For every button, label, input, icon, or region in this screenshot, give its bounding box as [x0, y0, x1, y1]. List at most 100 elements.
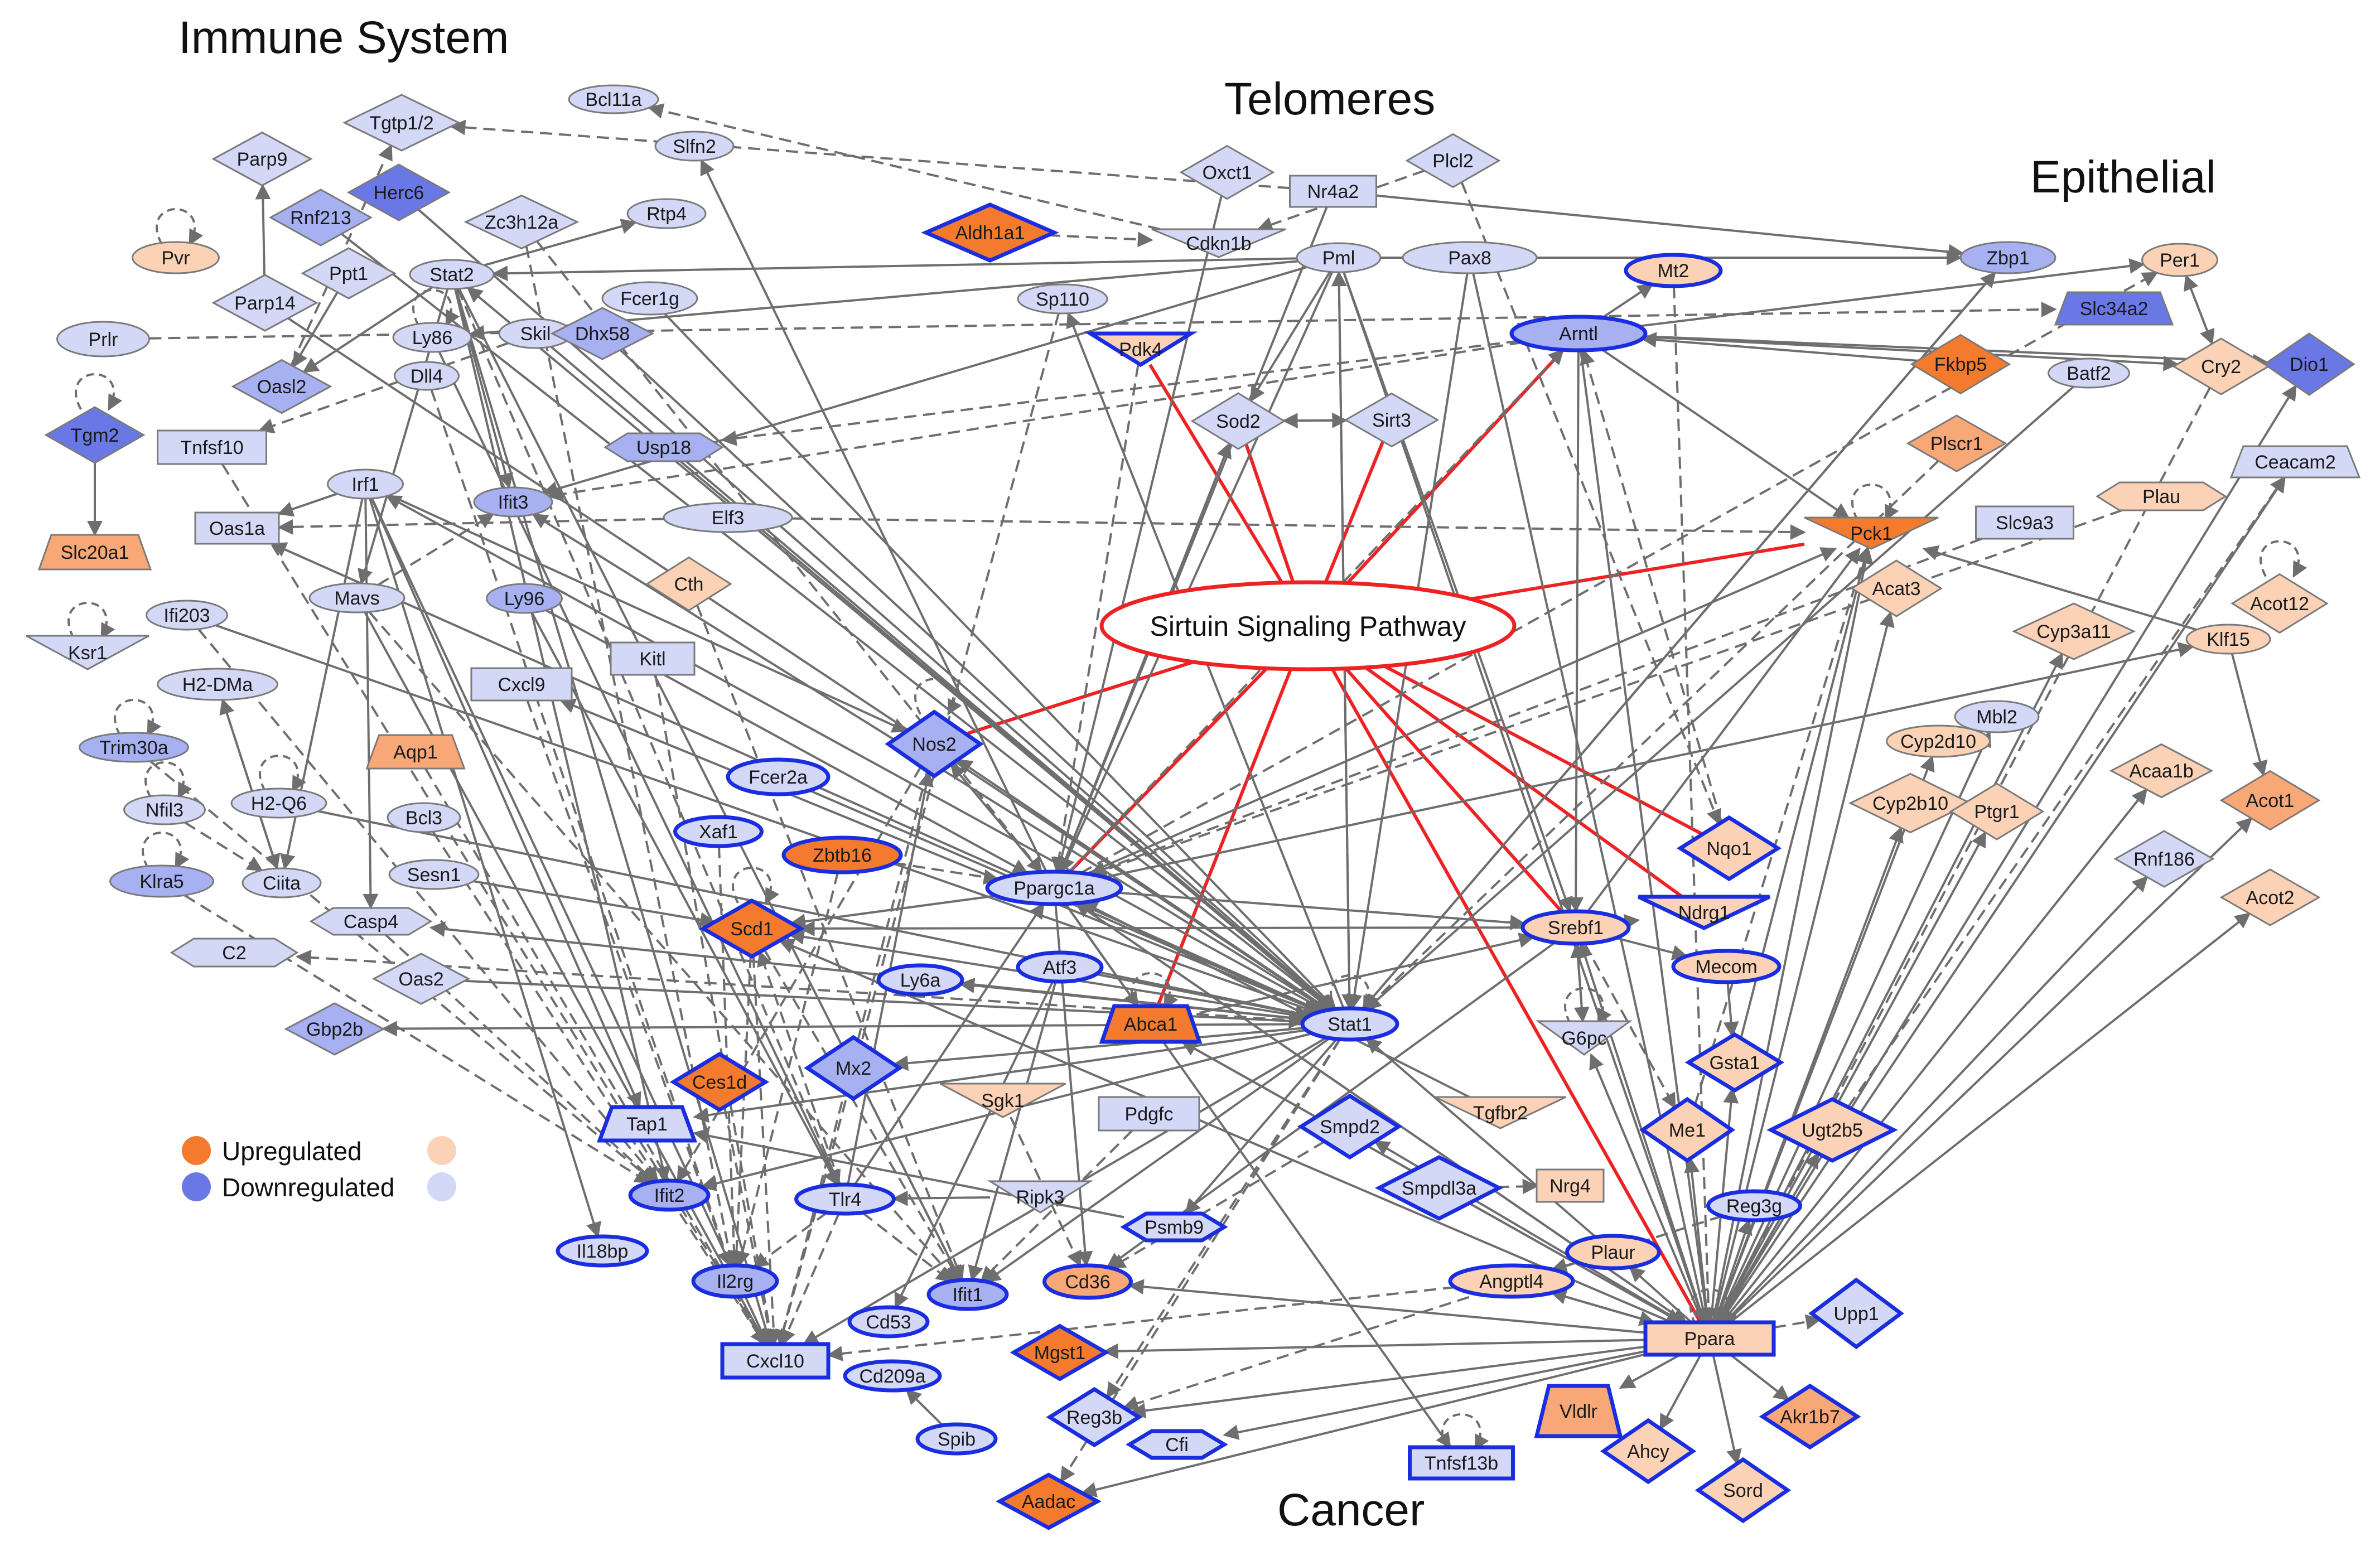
gene-node-nrg4[interactable]: Nrg4	[1536, 1168, 1605, 1203]
gene-node-stat2[interactable]: Stat2	[409, 259, 495, 290]
gene-node-rnf186[interactable]: Rnf186	[2113, 830, 2215, 888]
gene-node-plaur[interactable]: Plaur	[1565, 1234, 1661, 1270]
gene-node-oxct1[interactable]: Oxct1	[1179, 144, 1275, 200]
gene-node-parp9[interactable]: Parp9	[211, 131, 313, 187]
gene-node-ces1d[interactable]: Ces1d	[669, 1051, 770, 1113]
gene-node-h2q6[interactable]: H2-Q6	[230, 787, 327, 819]
gene-node-prlr[interactable]: Prlr	[56, 321, 150, 357]
gene-node-slc9a3[interactable]: Slc9a3	[1975, 505, 2074, 540]
gene-node-ifit2[interactable]: Ifit2	[628, 1178, 711, 1212]
gene-node-cxcl10[interactable]: Cxcl10	[720, 1342, 831, 1380]
gene-node-smpdl3a[interactable]: Smpdl3a	[1374, 1155, 1504, 1221]
gene-node-fcer1g[interactable]: Fcer1g	[601, 281, 698, 316]
gene-node-il2rg[interactable]: Il2rg	[691, 1263, 779, 1299]
gene-node-nr4a2[interactable]: Nr4a2	[1289, 175, 1377, 208]
gene-node-ksr1[interactable]: Ksr1	[26, 635, 149, 670]
gene-node-cd36[interactable]: Cd36	[1042, 1263, 1133, 1300]
gene-node-il18bp[interactable]: Il18bp	[556, 1234, 649, 1268]
gene-node-tgfbr2[interactable]: Tgfbr2	[1434, 1096, 1567, 1129]
gene-node-c2[interactable]: C2	[170, 938, 299, 968]
gene-node-tnfsf13b[interactable]: Tnfsf13b	[1408, 1445, 1515, 1481]
gene-node-casp4[interactable]: Casp4	[309, 907, 433, 936]
gene-node-ciita[interactable]: Ciita	[242, 867, 322, 898]
gene-node-slfn2[interactable]: Slfn2	[654, 131, 735, 162]
gene-node-ndrg1[interactable]: Ndrg1	[1637, 895, 1771, 930]
gene-node-ifi203[interactable]: Ifi203	[146, 600, 228, 631]
gene-node-cdkn1b[interactable]: Cdkn1b	[1151, 228, 1286, 258]
gene-node-sod2[interactable]: Sod2	[1190, 392, 1286, 450]
gene-node-dio1[interactable]: Dio1	[2263, 332, 2355, 396]
gene-node-nqo1[interactable]: Nqo1	[1676, 815, 1782, 882]
gene-node-tgtp[interactable]: Tgtp1/2	[342, 94, 461, 152]
gene-node-zc3h12a[interactable]: Zc3h12a	[464, 194, 580, 250]
gene-node-parp14[interactable]: Parp14	[211, 274, 318, 332]
gene-node-pvr[interactable]: Pvr	[132, 241, 220, 274]
gene-node-usp18[interactable]: Usp18	[604, 432, 724, 462]
gene-node-me1[interactable]: Me1	[1639, 1096, 1736, 1163]
gene-node-ahcy[interactable]: Ahcy	[1600, 1418, 1697, 1485]
gene-node-stat1[interactable]: Stat1	[1300, 1006, 1399, 1042]
gene-node-ly6a[interactable]: Ly6a	[876, 963, 964, 997]
gene-node-acaa1b[interactable]: Acaa1b	[2109, 743, 2214, 799]
gene-node-sp110[interactable]: Sp110	[1017, 283, 1108, 315]
gene-node-acot2[interactable]: Acot2	[2219, 868, 2321, 926]
gene-node-acot1[interactable]: Acot1	[2219, 770, 2321, 831]
gene-node-dll4[interactable]: Dll4	[394, 361, 460, 391]
gene-node-cfi[interactable]: Cfi	[1126, 1429, 1228, 1460]
gene-node-sord[interactable]: Sord	[1695, 1457, 1792, 1524]
gene-node-cxcl9[interactable]: Cxcl9	[470, 667, 573, 702]
gene-node-abca1[interactable]: Abca1	[1099, 1004, 1203, 1044]
gene-node-acat3[interactable]: Acat3	[1850, 559, 1943, 617]
gene-node-mbl2[interactable]: Mbl2	[1954, 700, 2040, 733]
gene-node-rtp4[interactable]: Rtp4	[626, 198, 707, 229]
gene-node-mavs[interactable]: Mavs	[308, 582, 405, 613]
gene-node-ceacam2[interactable]: Ceacam2	[2229, 445, 2361, 479]
gene-node-tnfsf10[interactable]: Tnfsf10	[157, 429, 267, 465]
gene-node-cd209a[interactable]: Cd209a	[843, 1359, 942, 1393]
gene-node-reg3b[interactable]: Reg3b	[1046, 1386, 1143, 1448]
gene-node-batf2[interactable]: Batf2	[2048, 357, 2130, 389]
gene-node-ppargc1a[interactable]: Ppargc1a	[985, 869, 1123, 906]
gene-node-nos2[interactable]: Nos2	[885, 709, 984, 779]
gene-node-g6pc[interactable]: G6pc	[1535, 1020, 1633, 1056]
gene-node-ptgr1[interactable]: Ptgr1	[1949, 782, 2045, 840]
gene-node-bcl3[interactable]: Bcl3	[387, 802, 461, 833]
gene-node-zbtb16[interactable]: Zbtb16	[781, 835, 903, 874]
gene-node-pck1[interactable]: Pck1	[1804, 516, 1939, 550]
gene-node-pax8[interactable]: Pax8	[1402, 241, 1538, 274]
gene-node-cyp2d10[interactable]: Cyp2d10	[1886, 724, 1991, 758]
gene-node-oasl2[interactable]: Oasl2	[231, 359, 332, 414]
gene-node-rnf213[interactable]: Rnf213	[268, 189, 373, 247]
gene-node-skil[interactable]: Skil	[498, 318, 573, 349]
gene-node-fcer2a[interactable]: Fcer2a	[726, 757, 831, 796]
sirtuin-signaling-pathway-node[interactable]: Sirtuin Signaling Pathway	[1099, 580, 1517, 671]
gene-node-klra5[interactable]: Klra5	[109, 864, 214, 898]
gene-node-klf15[interactable]: Klf15	[2185, 624, 2271, 655]
gene-node-ppara[interactable]: Ppara	[1643, 1320, 1776, 1357]
gene-node-sirt3[interactable]: Sirt3	[1344, 392, 1440, 448]
gene-node-ppt1[interactable]: Ppt1	[301, 247, 397, 299]
gene-node-ifit1[interactable]: Ifit1	[926, 1278, 1009, 1311]
gene-node-tlr4[interactable]: Tlr4	[794, 1182, 896, 1216]
gene-node-ly96[interactable]: Ly96	[486, 583, 563, 614]
gene-node-mecom[interactable]: Mecom	[1671, 949, 1782, 984]
gene-node-angptl4[interactable]: Angptl4	[1448, 1263, 1575, 1299]
gene-node-oas2[interactable]: Oas2	[371, 953, 471, 1005]
gene-node-ugt2b5[interactable]: Ugt2b5	[1766, 1097, 1898, 1163]
gene-node-cyp2b10[interactable]: Cyp2b10	[1848, 772, 1972, 834]
gene-node-elf3[interactable]: Elf3	[663, 502, 793, 533]
gene-node-plau[interactable]: Plau	[2096, 481, 2227, 511]
gene-node-reg3g[interactable]: Reg3g	[1706, 1189, 1802, 1223]
gene-node-dhx58[interactable]: Dhx58	[550, 307, 655, 360]
gene-node-arntl[interactable]: Arntl	[1509, 315, 1648, 352]
gene-node-upp1[interactable]: Upp1	[1808, 1277, 1904, 1350]
gene-node-cth[interactable]: Cth	[645, 556, 732, 612]
gene-node-pdgfc[interactable]: Pdgfc	[1098, 1096, 1200, 1132]
gene-node-ifit3[interactable]: Ifit3	[473, 486, 553, 518]
gene-node-spib[interactable]: Spib	[915, 1422, 998, 1456]
gene-node-xaf1[interactable]: Xaf1	[673, 815, 764, 848]
gene-node-cyp3a11[interactable]: Cyp3a11	[2011, 602, 2136, 660]
gene-node-aqp1[interactable]: Aqp1	[365, 734, 466, 770]
gene-node-slc20a1[interactable]: Slc20a1	[37, 534, 152, 571]
gene-node-slc34a2[interactable]: Slc34a2	[2054, 291, 2174, 326]
